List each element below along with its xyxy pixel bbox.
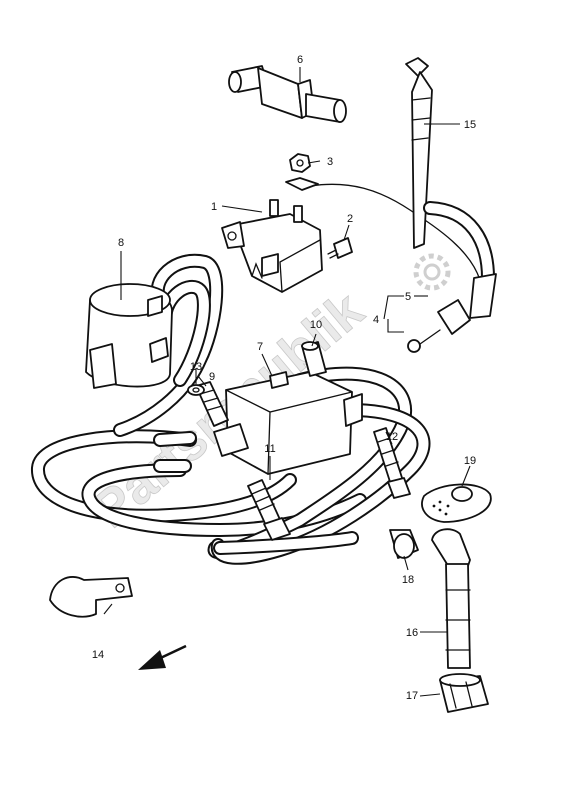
callout-16[interactable]: 16: [406, 627, 418, 639]
plug-cap-assembly-part-4[interactable]: [407, 201, 497, 353]
washer-part-13[interactable]: [187, 384, 205, 396]
ignition-cable-loop: [31, 253, 431, 565]
callout-11[interactable]: 11: [264, 443, 275, 455]
terminal-part-18[interactable]: [389, 529, 419, 559]
starter-relay-part-1[interactable]: [221, 199, 323, 293]
callout-3[interactable]: 3: [327, 156, 333, 168]
wiring-strap-part-15[interactable]: [405, 57, 433, 249]
clamp-part-14[interactable]: [49, 576, 133, 618]
callout-7[interactable]: 7: [257, 341, 263, 353]
gear-icon: [413, 253, 451, 291]
relay-lead-wire: [309, 183, 481, 281]
nut-part-3[interactable]: [289, 153, 311, 173]
spark-plug-cap-part-16[interactable]: [431, 528, 471, 669]
callout-19[interactable]: 19: [464, 455, 476, 467]
callout-10[interactable]: 10: [310, 319, 322, 331]
callout-4[interactable]: 4: [373, 314, 379, 326]
callout-labels: 1 2 3 4 5 6 7 8 9 10 11 12 13 14 15 16 1…: [92, 54, 476, 702]
connector-part-6[interactable]: [228, 65, 347, 123]
front-arrow-icon: [138, 644, 187, 670]
ignition-coil-part-8[interactable]: [85, 283, 173, 389]
bolt-part-11[interactable]: [247, 479, 291, 541]
callout-2[interactable]: 2: [347, 213, 353, 225]
callout-14[interactable]: 14: [92, 649, 104, 661]
terminal-lug: [285, 177, 319, 191]
bolt-part-12[interactable]: [373, 427, 411, 499]
ignition-coil-part-7[interactable]: [213, 371, 363, 475]
callout-8[interactable]: 8: [118, 237, 124, 249]
callout-1[interactable]: 1: [211, 201, 217, 213]
grommet-part-19[interactable]: [421, 483, 492, 523]
callout-13[interactable]: 13: [190, 361, 202, 373]
callout-18[interactable]: 18: [402, 574, 414, 586]
callout-9[interactable]: 9: [209, 371, 215, 383]
callout-5[interactable]: 5: [405, 291, 411, 303]
callout-17[interactable]: 17: [406, 690, 418, 702]
callout-12[interactable]: 12: [386, 431, 398, 443]
leader-lines: [103, 67, 471, 697]
callout-6[interactable]: 6: [297, 54, 303, 66]
screw-part-2[interactable]: [327, 237, 353, 259]
boot-part-17[interactable]: [439, 673, 489, 713]
callout-15[interactable]: 15: [464, 119, 476, 131]
